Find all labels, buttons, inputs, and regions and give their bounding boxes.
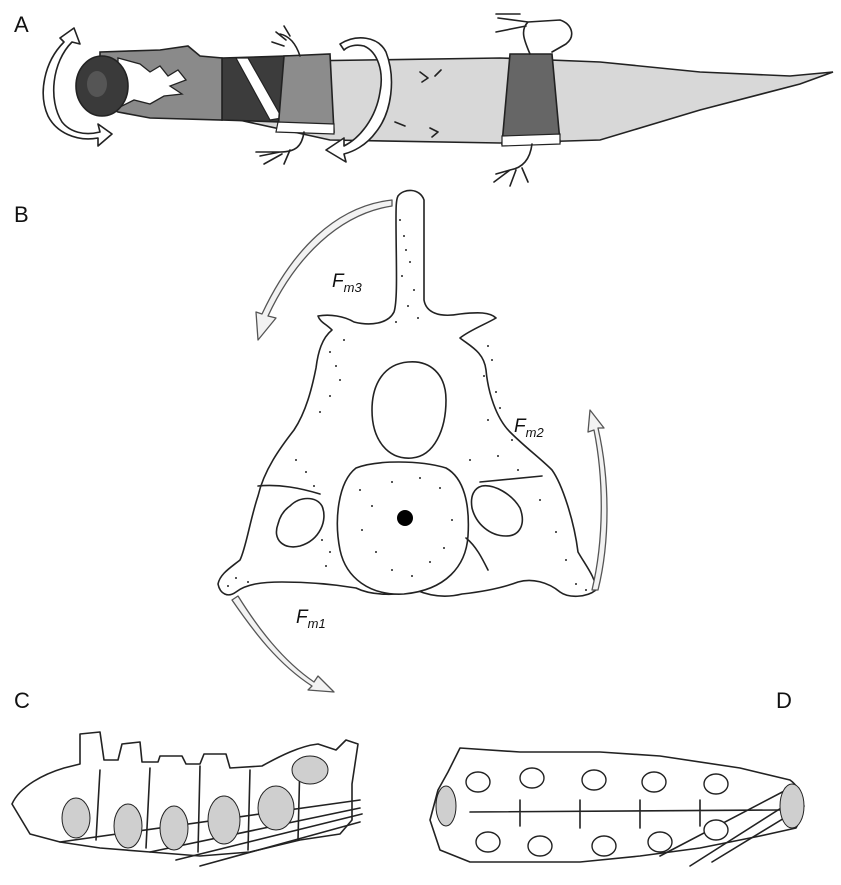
centrum: [337, 462, 468, 594]
front-leg-band: [278, 54, 334, 132]
label-fm1: Fm1: [296, 607, 326, 631]
rear-left-limb: [496, 14, 572, 54]
panel-c-letter: C: [14, 688, 30, 713]
front-right-limb: [256, 132, 304, 164]
front-band-rim: [276, 122, 334, 134]
panel-b-letter: B: [14, 202, 29, 227]
rotation-center-dot: [397, 510, 413, 526]
rear-leg-band: [502, 54, 560, 144]
force-arrow-fm2: [588, 410, 607, 590]
panel-c: C: [12, 688, 362, 866]
panel-d: D: [430, 688, 804, 866]
neural-canal: [372, 362, 446, 458]
force-arrow-fm1: [232, 596, 334, 692]
label-fm2: Fm2: [514, 416, 544, 440]
panel-b: B: [14, 190, 607, 692]
snout-clamp-highlight: [87, 71, 107, 97]
panel-a-letter: A: [14, 12, 29, 37]
panel-d-letter: D: [776, 688, 792, 713]
rear-band-rim: [502, 134, 560, 146]
panel-a: A: [14, 12, 833, 186]
label-fm3: Fm3: [332, 271, 362, 295]
rear-right-limb: [494, 144, 532, 186]
front-left-limb: [272, 26, 300, 56]
